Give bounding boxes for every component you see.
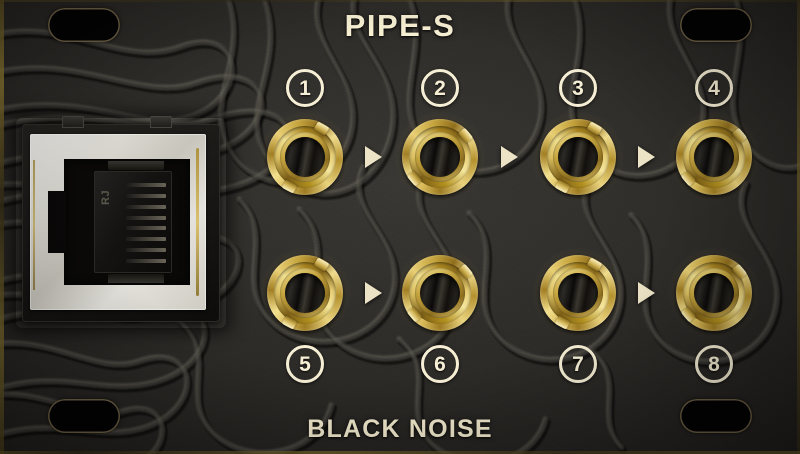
jack-socket-hole[interactable] — [285, 273, 325, 313]
rj45-pin — [126, 248, 166, 253]
rj45-mount-tab-left — [62, 116, 84, 128]
rj45-port-cavity[interactable]: RJ — [48, 159, 190, 285]
jack-number-badge-7: 7 — [559, 345, 597, 383]
rj45-pin — [126, 183, 166, 187]
rj45-latch-bottom — [108, 274, 164, 283]
board-edge-plating-left — [0, 0, 4, 454]
signal-flow-arrow-5-to-6 — [364, 282, 382, 304]
signal-flow-arrow-1-to-2 — [364, 146, 382, 168]
rj45-pin — [126, 258, 166, 263]
rj45-keyway-notch — [48, 191, 66, 253]
jack-number-badge-3: 3 — [559, 69, 597, 107]
jack-socket-hole[interactable] — [285, 137, 325, 177]
rj45-pin — [126, 226, 166, 231]
page-title: PIPE-S — [344, 8, 456, 43]
patch-jack-8[interactable] — [676, 255, 752, 331]
jack-socket-hole[interactable] — [694, 137, 734, 177]
jack-socket-hole[interactable] — [558, 273, 598, 313]
rj45-pin — [126, 204, 166, 209]
patch-jack-6[interactable] — [402, 255, 478, 331]
jack-socket-hole[interactable] — [420, 137, 460, 177]
patch-jack-2[interactable] — [402, 119, 478, 195]
signal-flow-arrow-3-to-4 — [638, 146, 655, 168]
jack-number-badge-6: 6 — [421, 345, 459, 383]
jack-socket-hole[interactable] — [558, 137, 598, 177]
rj45-metal-shield: RJ — [30, 134, 206, 310]
patch-jack-1[interactable] — [267, 119, 343, 195]
brand-label: BLACK NOISE — [307, 415, 493, 443]
patch-jack-3[interactable] — [540, 119, 616, 195]
rj45-latch-top — [108, 161, 164, 170]
rj45-contact-block: RJ — [94, 171, 172, 273]
board-edge-plating-top — [0, 0, 800, 2]
jack-socket-hole[interactable] — [420, 273, 460, 313]
patch-jack-5[interactable] — [267, 255, 343, 331]
rj45-pin — [126, 215, 166, 220]
jack-number-badge-1: 1 — [286, 69, 324, 107]
jack-number-badge-2: 2 — [421, 69, 459, 107]
rj45-gold-contact-strip-secondary — [33, 160, 35, 290]
rj45-pin — [126, 237, 166, 242]
rj45-contact-pins — [126, 183, 166, 263]
jack-number-badge-8: 8 — [695, 345, 733, 383]
jack-number-badge-5: 5 — [286, 345, 324, 383]
patch-jack-4[interactable] — [676, 119, 752, 195]
jack-number-badge-4: 4 — [695, 69, 733, 107]
rj45-ethernet-jack[interactable]: RJ — [22, 116, 220, 322]
rj45-gold-contact-strip — [196, 148, 199, 296]
rj45-molded-label: RJ — [100, 189, 112, 205]
rj45-pin — [126, 193, 166, 198]
signal-flow-arrow-2-to-3 — [501, 146, 518, 168]
signal-flow-arrow-7-to-8 — [638, 282, 655, 304]
jack-socket-hole[interactable] — [694, 273, 734, 313]
patch-jack-7[interactable] — [540, 255, 616, 331]
rj45-mount-tab-right — [150, 116, 172, 128]
